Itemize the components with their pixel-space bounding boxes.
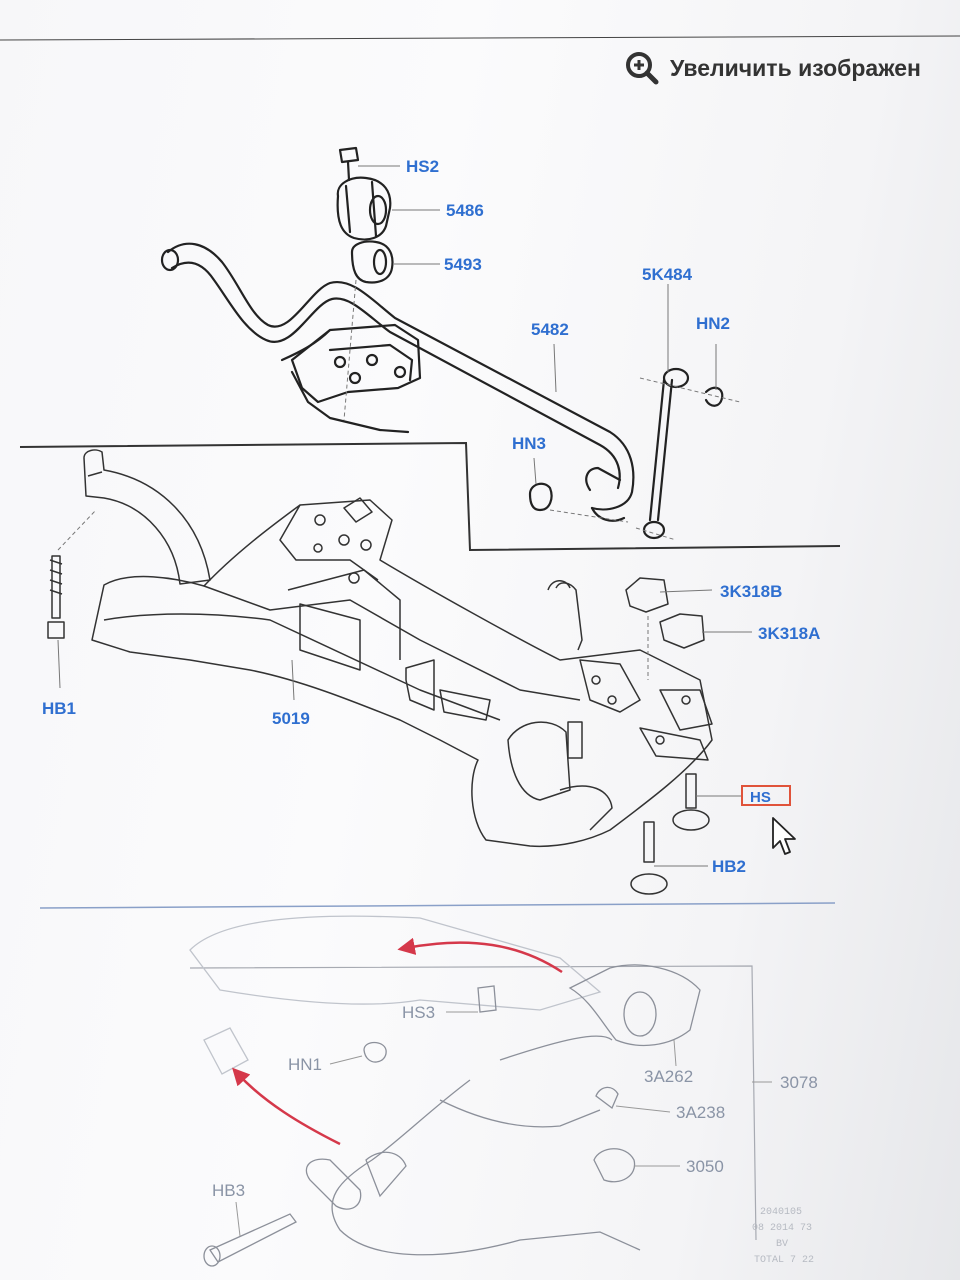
control-arm-drawing — [189, 915, 701, 1267]
subframe-drawing — [47, 449, 713, 895]
section-divider — [39, 902, 836, 909]
callout-labels: HS2 5486 5493 5K484 HN2 5482 HN3 HB1 501… — [42, 157, 820, 1200]
zoom-image-label: Увеличить изображен — [670, 54, 921, 81]
section-frame — [19, 441, 841, 552]
callout-hb3: HB3 — [212, 1181, 245, 1200]
callout-5k484: 5K484 — [642, 265, 693, 284]
callout-5482: 5482 — [531, 320, 569, 339]
svg-text:08 2014 73: 08 2014 73 — [752, 1223, 812, 1234]
callout-3050: 3050 — [686, 1157, 724, 1176]
callout-hs3: HS3 — [402, 1003, 435, 1022]
zoom-image-link[interactable]: Увеличить изображен — [624, 50, 921, 86]
callout-5486: 5486 — [446, 201, 484, 220]
callout-5493: 5493 — [444, 255, 482, 274]
drawing-stamp: 2040105 08 2014 73 BV TOTAL 7 22 — [752, 1207, 814, 1266]
callout-3a262: 3A262 — [644, 1067, 693, 1086]
svg-text:2040105: 2040105 — [760, 1207, 802, 1218]
leader-lines-bottom — [235, 1011, 772, 1237]
svg-text:BV: BV — [776, 1239, 788, 1250]
callout-3k318a: 3K318A — [758, 624, 820, 643]
callout-3a238: 3A238 — [676, 1103, 725, 1122]
stabilizer-bar-drawing — [160, 146, 724, 540]
lower-frame — [189, 965, 757, 1241]
callout-hs: HS — [750, 789, 771, 806]
mouse-cursor-icon — [772, 817, 796, 855]
leader-lines-mid — [57, 509, 752, 867]
callout-hs2: HS2 — [406, 157, 439, 176]
red-arrows — [232, 937, 563, 1146]
callout-hb2: HB2 — [712, 857, 746, 876]
callout-3k318b: 3K318B — [720, 582, 782, 601]
callout-hs-highlighted[interactable]: HS — [741, 785, 791, 806]
callout-hb1: HB1 — [42, 699, 76, 718]
callout-hn1: HN1 — [288, 1055, 322, 1074]
svg-text:TOTAL 7 22: TOTAL 7 22 — [754, 1255, 814, 1266]
callout-3078: 3078 — [780, 1073, 818, 1092]
leader-lines-top — [343, 165, 741, 541]
zoom-in-icon — [626, 52, 659, 85]
callout-hn3: HN3 — [512, 434, 546, 453]
callout-hn2: HN2 — [696, 314, 730, 333]
callout-5019: 5019 — [272, 709, 310, 728]
